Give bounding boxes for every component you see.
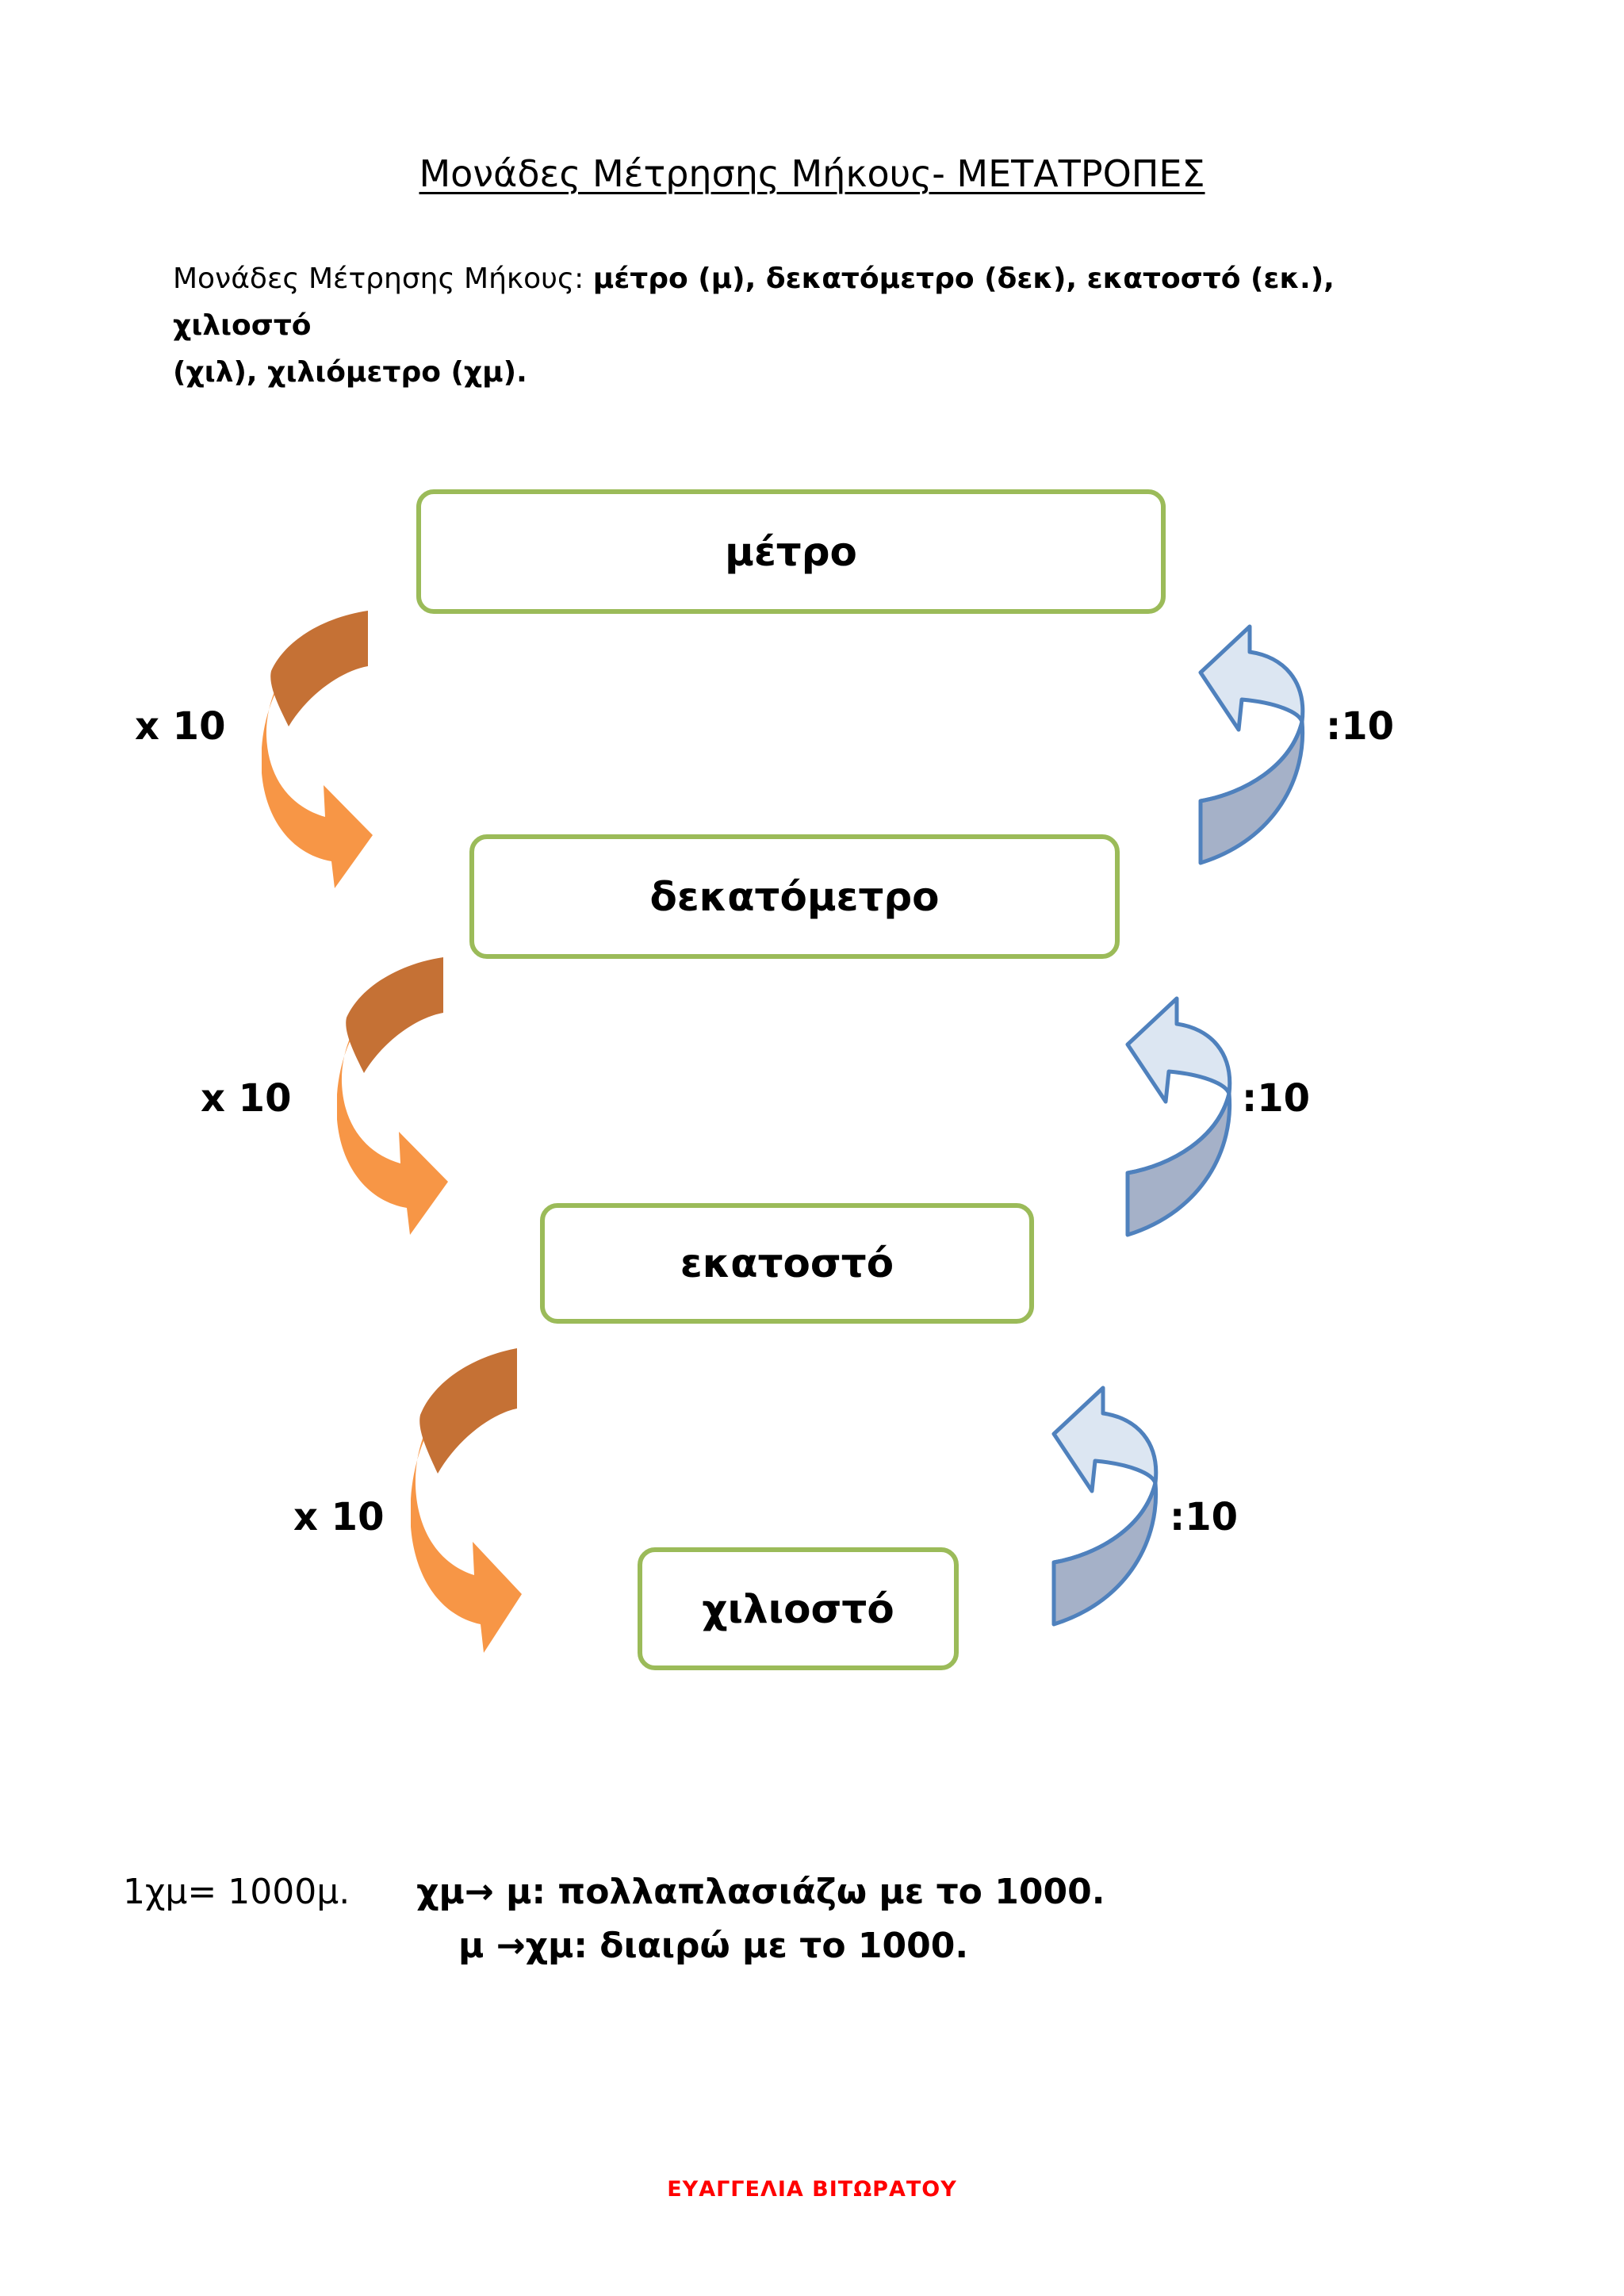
unit-box-xiliosto: χιλιοστό (638, 1547, 959, 1670)
curved-arrow-up-icon (1125, 996, 1232, 1237)
conversion-rule-1: 1χμ= 1000μ. χμ→ μ: πολλαπλασιάζω με το 1… (123, 1872, 1105, 1912)
unit-box-metro: μέτρο (416, 489, 1166, 614)
rule-1-from: χμ (416, 1872, 465, 1912)
intro-paragraph: Μονάδες Μέτρησης Μήκους: μέτρο (μ), δεκα… (173, 255, 1473, 396)
conversion-equation: 1χμ= 1000μ. (123, 1872, 350, 1912)
multiply-label-2: x 10 (201, 1076, 292, 1121)
conversion-rule-2: μ →χμ: διαιρώ με το 1000. (458, 1926, 968, 1966)
unit-label-xiliosto: χιλιοστό (702, 1585, 894, 1632)
curved-arrow-down-icon (262, 611, 373, 888)
rule-2-from: μ (458, 1926, 496, 1966)
arrow-right-icon: → (496, 1926, 526, 1966)
curved-arrow-down-icon (411, 1348, 522, 1653)
multiply-label-3: x 10 (293, 1495, 385, 1539)
unit-box-ekatosto: εκατοστό (540, 1203, 1034, 1324)
rule-1-to: μ: (493, 1872, 558, 1912)
intro-label: Μονάδες Μέτρησης Μήκους: (173, 263, 593, 295)
curved-arrow-up-icon (1198, 624, 1305, 865)
rule-1-text: πολλαπλασιάζω με το 1000. (557, 1872, 1105, 1912)
divide-label-2: :10 (1242, 1076, 1310, 1121)
unit-label-metro: μέτρο (725, 528, 857, 575)
arrow-right-icon: → (464, 1872, 494, 1912)
curved-arrow-down-icon (337, 957, 448, 1235)
unit-box-dekatometro: δεκατόμετρο (469, 834, 1120, 959)
divide-label-3: :10 (1170, 1495, 1238, 1539)
intro-units-line-1: μέτρο (μ), δεκατόμετρο (δεκ), εκατοστό (… (173, 263, 1335, 342)
curved-arrow-up-icon (1051, 1386, 1159, 1627)
page-title: Μονάδες Μέτρησης Μήκους- ΜΕΤΑΤΡΟΠΕΣ (419, 152, 1205, 195)
multiply-label-1: x 10 (135, 704, 226, 749)
intro-units-line-2: (χιλ), χιλιόμετρο (χμ). (173, 356, 527, 389)
divide-label-1: :10 (1326, 704, 1394, 749)
unit-label-dekatometro: δεκατόμετρο (649, 873, 940, 920)
rule-2-text: διαιρώ με το 1000. (599, 1926, 969, 1966)
unit-label-ekatosto: εκατοστό (680, 1240, 894, 1286)
rule-2-to: χμ: (525, 1926, 600, 1966)
author-name: ΕΥΑΓΓΕΛΙΑ ΒΙΤΩΡΑΤΟΥ (667, 2177, 957, 2202)
